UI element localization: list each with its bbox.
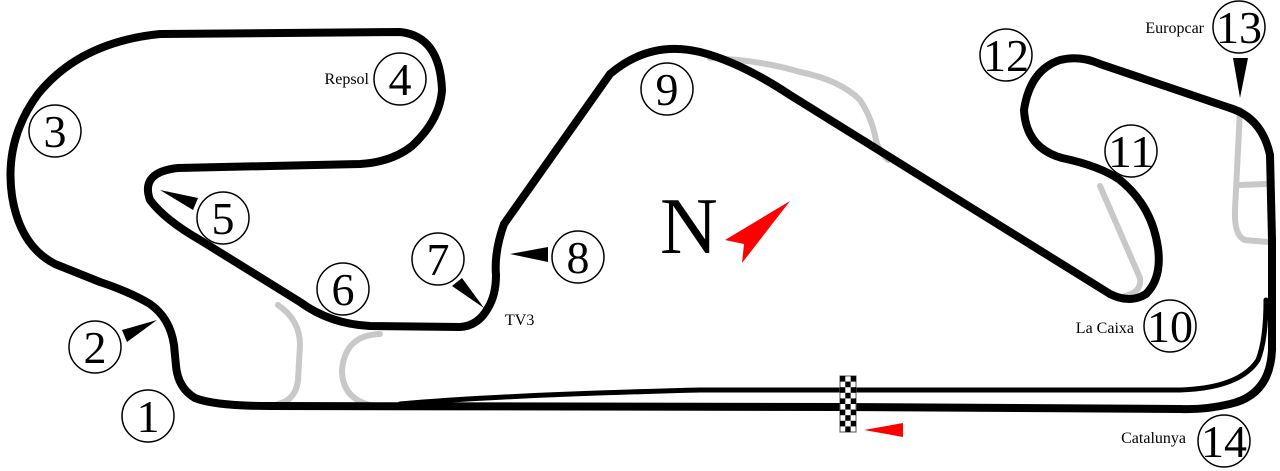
turn-markers bbox=[28, 0, 1266, 468]
turn-2-number: 2 bbox=[84, 322, 107, 373]
turn8-pointer-icon bbox=[510, 247, 548, 262]
turn-1-number: 1 bbox=[137, 391, 160, 442]
turn5-pointer-icon bbox=[160, 190, 198, 210]
runoff-paths bbox=[275, 55, 1271, 408]
compass-letter: N bbox=[660, 183, 718, 271]
turn-12-number: 12 bbox=[983, 30, 1029, 81]
race-direction-arrow-icon bbox=[864, 423, 903, 437]
start-finish-line bbox=[839, 375, 857, 433]
turn-pointers bbox=[122, 58, 1248, 342]
runoff-turn10 bbox=[1097, 183, 1144, 299]
track-pit-lane bbox=[397, 297, 1269, 407]
north-arrow-icon bbox=[725, 201, 790, 263]
turn13-pointer-icon bbox=[1233, 58, 1248, 98]
turn-11-number: 11 bbox=[1108, 126, 1154, 177]
compass: N bbox=[660, 183, 790, 271]
tv3-label: TV3 bbox=[505, 312, 534, 329]
turn-5-number: 5 bbox=[212, 193, 235, 244]
turn-3-number: 3 bbox=[44, 106, 67, 157]
track-main-loop bbox=[6, 28, 1276, 414]
turn-4-name: Repsol bbox=[325, 71, 370, 88]
turn-14-name: Catalunya bbox=[1121, 430, 1186, 447]
turn-14-number: 14 bbox=[1201, 416, 1247, 467]
runoff-turn6-right bbox=[338, 331, 383, 408]
track bbox=[6, 28, 1276, 414]
turn-8-number: 8 bbox=[567, 232, 590, 283]
turn7-pointer-icon bbox=[452, 278, 484, 308]
turn-10-name: La Caixa bbox=[1076, 320, 1134, 337]
turn-6-number: 6 bbox=[332, 264, 355, 315]
turn-4-number: 4 bbox=[389, 54, 412, 105]
runoff-turn9 bbox=[707, 55, 891, 163]
runoff-turn6-left bbox=[275, 302, 304, 407]
runoff-turn13-b bbox=[1237, 181, 1269, 188]
turn-7-number: 7 bbox=[427, 234, 450, 285]
turn2-pointer-icon bbox=[122, 320, 157, 342]
runoff-turn13-a bbox=[1231, 107, 1271, 245]
turn-13-number: 13 bbox=[1216, 2, 1262, 53]
turn-10-number: 10 bbox=[1147, 301, 1193, 352]
turn-13-name: Europcar bbox=[1145, 20, 1204, 37]
turn-9-number: 9 bbox=[656, 64, 679, 115]
